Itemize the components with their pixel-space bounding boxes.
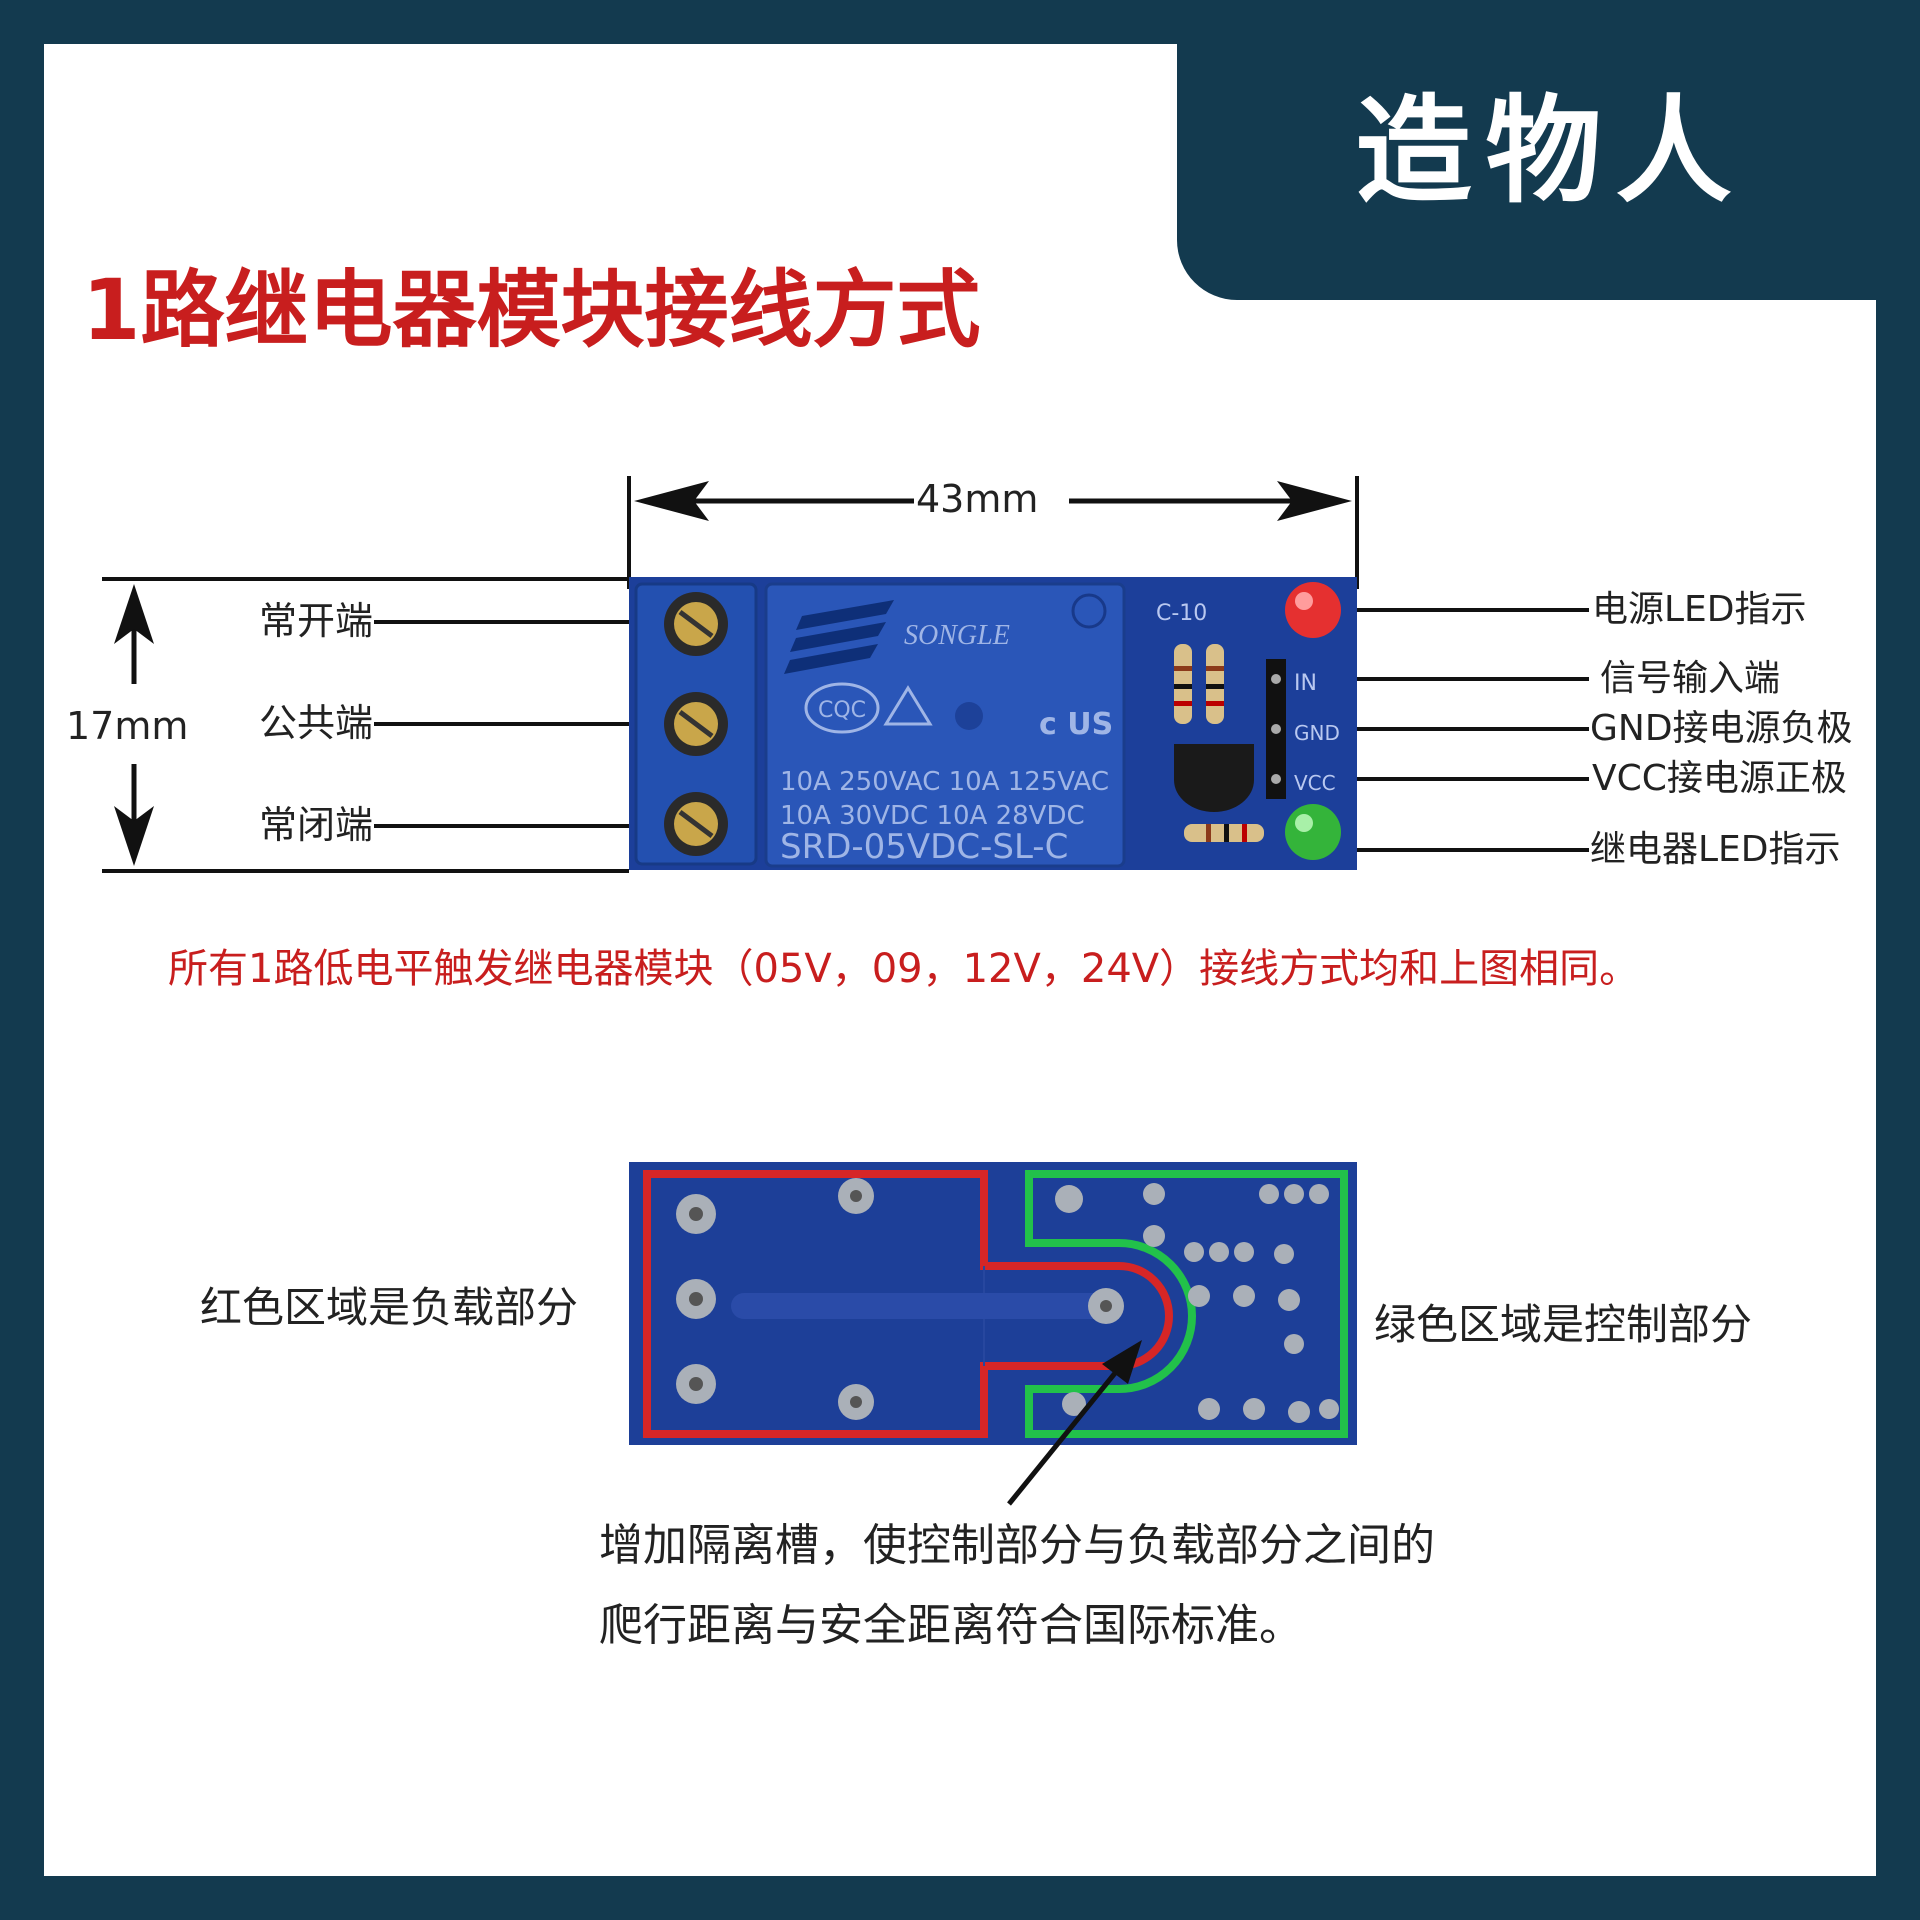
- pcb-bottom: [629, 1162, 1357, 1445]
- green-zone-label: 绿色区域是控制部分: [1374, 1300, 1753, 1349]
- label-vcc: VCC接电源正极: [1592, 758, 1847, 799]
- resistor-icon: [1184, 824, 1264, 842]
- label-normally-open: 常开端: [259, 599, 374, 643]
- relay-rating-2: 10A 30VDC 10A 28VDC: [780, 801, 1085, 831]
- solder-pad-icon: [676, 1178, 1124, 1420]
- pin-in: IN: [1294, 671, 1317, 696]
- arrow-head-icon: [1102, 1340, 1142, 1384]
- green-control-zone: [1025, 1170, 1348, 1438]
- red-zone-label: 红色区域是负载部分: [200, 1283, 579, 1332]
- label-power-led: 电源LED指示: [1592, 589, 1807, 630]
- pin-vcc: VCC: [1294, 771, 1336, 795]
- isolation-slot-arrow: [1007, 1360, 1126, 1506]
- brand-name: 造物人: [1355, 84, 1746, 219]
- right-leaders: [1357, 608, 1589, 852]
- label-normally-closed: 常闭端: [259, 803, 374, 847]
- isolation-note-line1: 增加隔离槽，使控制部分与负载部分之间的: [599, 1520, 1435, 1571]
- content-panel: 造物人 1路继电器模块接线方式: [44, 44, 1876, 1876]
- wiring-diagram: SONGLE CQC c US 10A 250VAC 10A 125VAC 10…: [102, 476, 1589, 1506]
- page-title: 1路继电器模块接线方式: [82, 261, 981, 359]
- solder-pad-icon: [1055, 1183, 1339, 1423]
- height-dimension: [102, 577, 629, 873]
- power-led-icon: [1285, 582, 1341, 638]
- pin-gnd: GND: [1294, 721, 1340, 745]
- relay-led-icon: [1285, 804, 1341, 860]
- warning-triangle-icon: [883, 685, 933, 726]
- label-common: 公共端: [259, 701, 374, 745]
- label-relay-led: 继电器LED指示: [1590, 829, 1841, 870]
- height-label: 17mm: [66, 704, 189, 748]
- songle-logo-icon: [784, 600, 894, 674]
- terminal-screw-icon: [664, 592, 728, 656]
- compatibility-note: 所有1路低电平触发继电器模块（05V，09，12V，24V）接线方式均和上图相同…: [168, 946, 1640, 992]
- cqc-mark: CQC: [818, 698, 866, 723]
- resistor-icon: [1206, 644, 1224, 724]
- resistor-icon: [1174, 644, 1192, 724]
- relay-brand: SONGLE: [904, 620, 1010, 651]
- pcb-mark: C-10: [1156, 601, 1207, 626]
- relay-rating-1: 10A 250VAC 10A 125VAC: [780, 767, 1109, 797]
- label-gnd: GND接电源负极: [1590, 708, 1853, 749]
- isolation-note-line2: 爬行距离与安全距离符合国际标准。: [599, 1600, 1303, 1651]
- width-label: 43mm: [916, 477, 1039, 521]
- label-signal-input: 信号输入端: [1600, 658, 1781, 699]
- relay-model: SRD-05VDC-SL-C: [780, 827, 1068, 867]
- terminal-screw-icon: [664, 792, 728, 856]
- ul-mark: c US: [1039, 707, 1113, 742]
- left-leaders: [374, 620, 629, 828]
- terminal-screw-icon: [664, 692, 728, 756]
- transistor-icon: [1174, 744, 1254, 812]
- width-dimension: [627, 476, 1359, 589]
- relay-module: SONGLE CQC c US 10A 250VAC 10A 125VAC 10…: [629, 577, 1357, 870]
- brand-tab: 造物人: [1177, 44, 1876, 300]
